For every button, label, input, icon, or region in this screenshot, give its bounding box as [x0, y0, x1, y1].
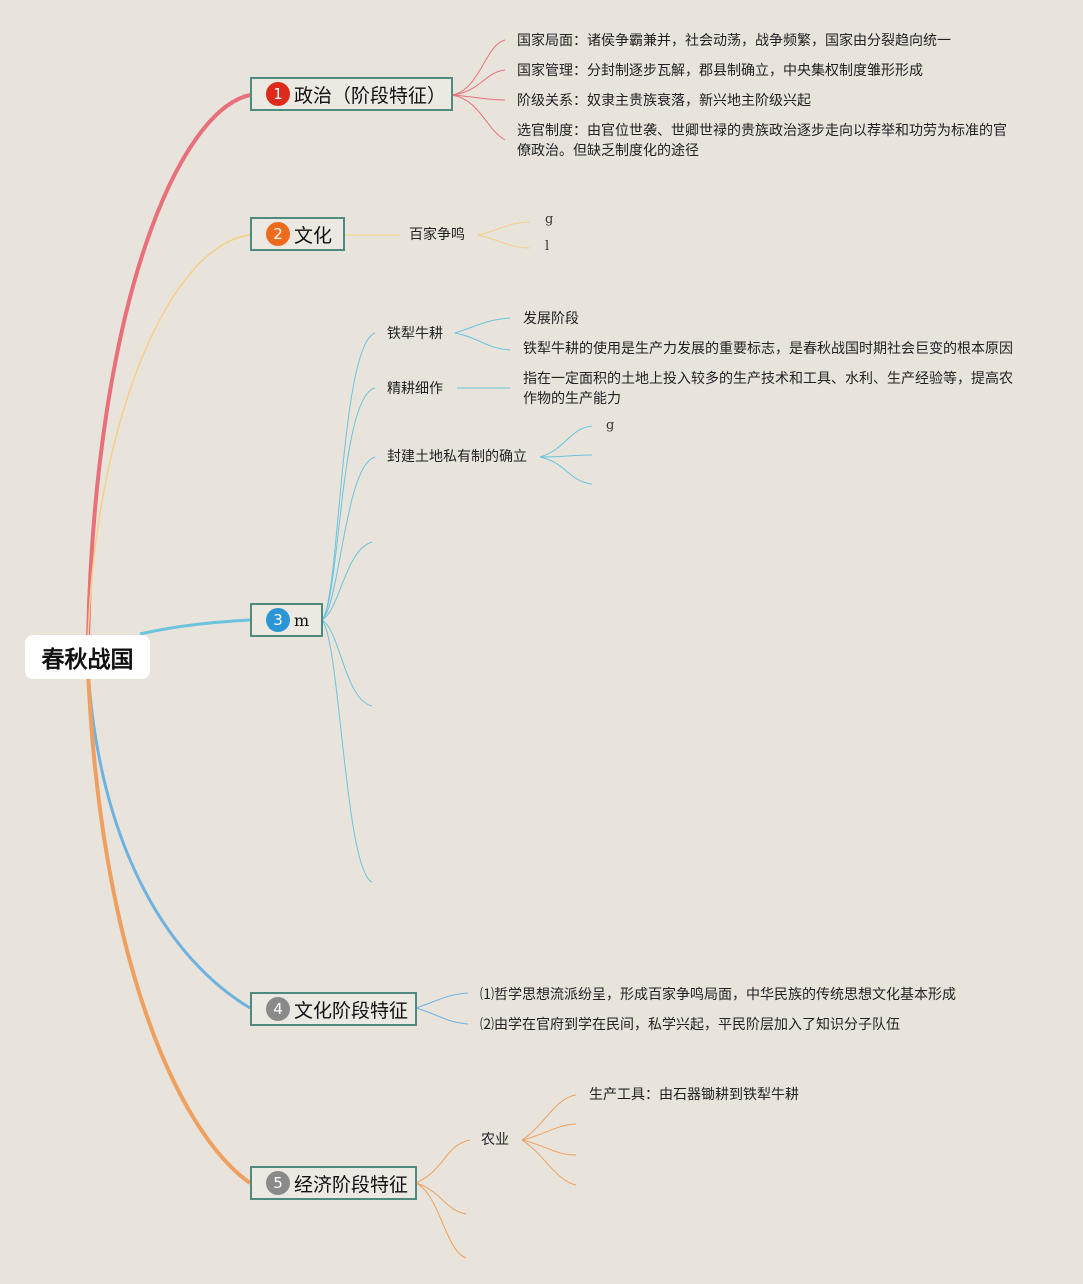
m-sub-intensive-farming: 精耕细作	[387, 381, 443, 397]
branch-culture-stage[interactable]: 4 文化阶段特征	[250, 992, 417, 1026]
culture-stage-item-2: ⑵由学在官府到学在民间，私学兴起，平民阶层加入了知识分子队伍	[480, 1017, 900, 1033]
branch-label: 文化	[294, 224, 333, 247]
badge-number-4: 4	[266, 997, 290, 1021]
badge-number-1: 1	[266, 82, 290, 106]
economy-sub-agriculture: 农业	[481, 1132, 509, 1148]
branch-economy-stage[interactable]: 5 经济阶段特征	[250, 1166, 417, 1200]
branch-label: 文化阶段特征	[294, 999, 409, 1022]
politics-item-4: 选官制度：由官位世袭、世卿世禄的贵族政治逐步走向以荐举和功劳为标准的官僚政治。但…	[517, 123, 1007, 159]
branch-label: m	[294, 610, 310, 630]
badge-number-5: 5	[266, 1171, 290, 1195]
iron-plow-item-2: 铁犁牛耕的使用是生产力发展的重要标志，是春秋战国时期社会巨变的根本原因	[523, 341, 1013, 357]
land-ownership-leaf: g	[606, 418, 615, 433]
culture-stage-item-1: ⑴哲学思想流派纷呈，形成百家争鸣局面，中华民族的传统思想文化基本形成	[480, 987, 956, 1003]
root-label: 春秋战国	[41, 647, 134, 673]
politics-item-2: 国家管理：分封制逐步瓦解，郡县制确立，中央集权制度雏形形成	[517, 63, 923, 79]
root-node[interactable]: 春秋战国	[25, 635, 150, 679]
branch-m[interactable]: 3 m	[250, 603, 323, 637]
intensive-farming-item: 指在一定面积的土地上投入较多的生产技术和工具、水利、生产经验等，提高农作物的生产…	[523, 371, 1013, 407]
politics-item-1: 国家局面：诸侯争霸兼并，社会动荡，战争频繁，国家由分裂趋向统一	[517, 33, 951, 49]
m-sub-land-ownership: 封建土地私有制的确立	[387, 449, 527, 465]
m-sub-iron-plow: 铁犁牛耕	[387, 326, 443, 342]
iron-plow-item-1: 发展阶段	[523, 311, 579, 327]
culture-leaf-b: l	[545, 239, 550, 254]
branch-label: 经济阶段特征	[294, 1173, 409, 1196]
branch-politics[interactable]: 1 政治（阶段特征）	[250, 77, 453, 111]
culture-leaf-a: g	[545, 212, 554, 227]
branch-label: 政治（阶段特征）	[294, 84, 447, 107]
culture-sub-hundred-schools: 百家争鸣	[409, 227, 465, 243]
agriculture-item-tools: 生产工具：由石器锄耕到铁犁牛耕	[589, 1087, 799, 1103]
badge-number-2: 2	[266, 222, 290, 246]
badge-number-3: 3	[266, 608, 290, 632]
branch-culture[interactable]: 2 文化	[250, 217, 345, 251]
politics-item-3: 阶级关系：奴隶主贵族衰落，新兴地主阶级兴起	[517, 93, 811, 109]
